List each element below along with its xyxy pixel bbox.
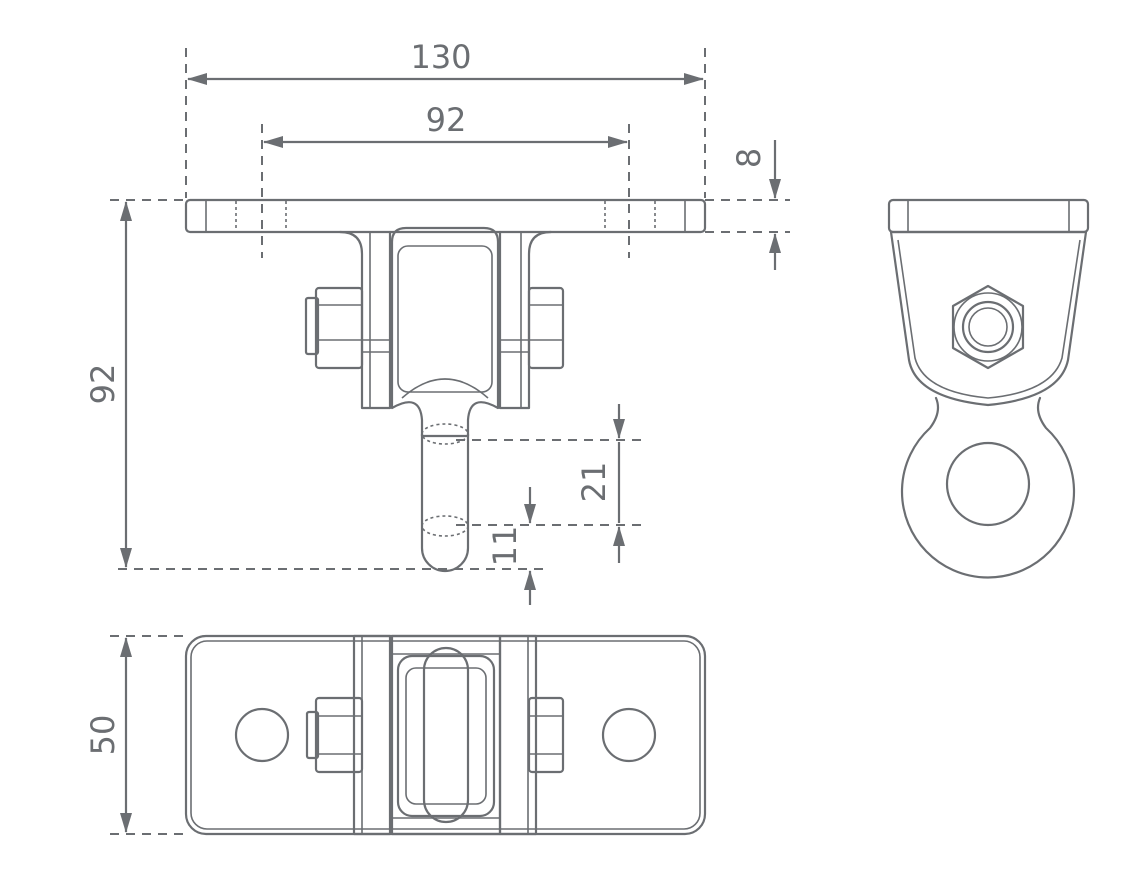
side-body xyxy=(889,230,1088,407)
front-shaft-hidden-top xyxy=(421,423,469,445)
front-lug-right xyxy=(498,230,553,410)
dimension-label-92-horizontal: 92 xyxy=(426,101,467,139)
top-right-nut xyxy=(527,696,565,774)
dimension-label-130: 130 xyxy=(410,38,471,76)
top-left-nut xyxy=(305,696,364,774)
dimension-plate-thickness: 8 xyxy=(730,140,781,270)
dimension-eye-center: 21 xyxy=(575,404,625,563)
top-swivel-block xyxy=(396,654,496,818)
top-view xyxy=(184,634,707,836)
dimension-label-11: 11 xyxy=(486,526,524,567)
dimension-label-8: 8 xyxy=(730,148,768,168)
front-mounting-plate xyxy=(184,198,707,234)
dimension-plate-width: 130 xyxy=(187,38,704,85)
front-shaft-hidden-bottom xyxy=(421,515,469,537)
top-swivel-housing xyxy=(390,634,502,836)
side-body-inner xyxy=(897,239,1081,399)
front-right-nut xyxy=(499,286,565,370)
front-swivel-body xyxy=(390,226,500,438)
front-eye-shaft xyxy=(420,432,470,573)
top-mount-hole-right xyxy=(601,707,657,763)
side-eye-outline xyxy=(900,396,1076,579)
front-view xyxy=(184,198,707,573)
front-lug-left xyxy=(338,230,392,410)
dimension-eye-bottom: 11 xyxy=(486,487,536,605)
side-mounting-plate xyxy=(887,198,1090,234)
top-swivel-block-inner xyxy=(405,667,487,805)
dimension-hole-spacing: 92 xyxy=(263,101,628,148)
top-eye-bar xyxy=(422,646,470,824)
dimension-label-21: 21 xyxy=(575,462,613,503)
dimension-label-92-vertical: 92 xyxy=(84,364,122,405)
top-lug-right xyxy=(498,634,538,836)
dimension-plate-depth: 50 xyxy=(84,637,132,833)
side-view xyxy=(887,198,1090,579)
front-swivel-neck xyxy=(401,378,489,399)
front-swivel-core xyxy=(397,245,493,393)
top-mounting-plate-inner xyxy=(190,640,701,830)
dimension-total-height: 92 xyxy=(84,201,132,568)
top-mount-hole-left xyxy=(234,707,290,763)
extension-lines xyxy=(110,48,790,835)
front-left-nut xyxy=(304,286,391,370)
side-nut xyxy=(951,284,1025,370)
side-eye-hole xyxy=(945,441,1031,527)
dimension-label-50: 50 xyxy=(84,715,122,756)
top-lug-left xyxy=(352,634,392,836)
